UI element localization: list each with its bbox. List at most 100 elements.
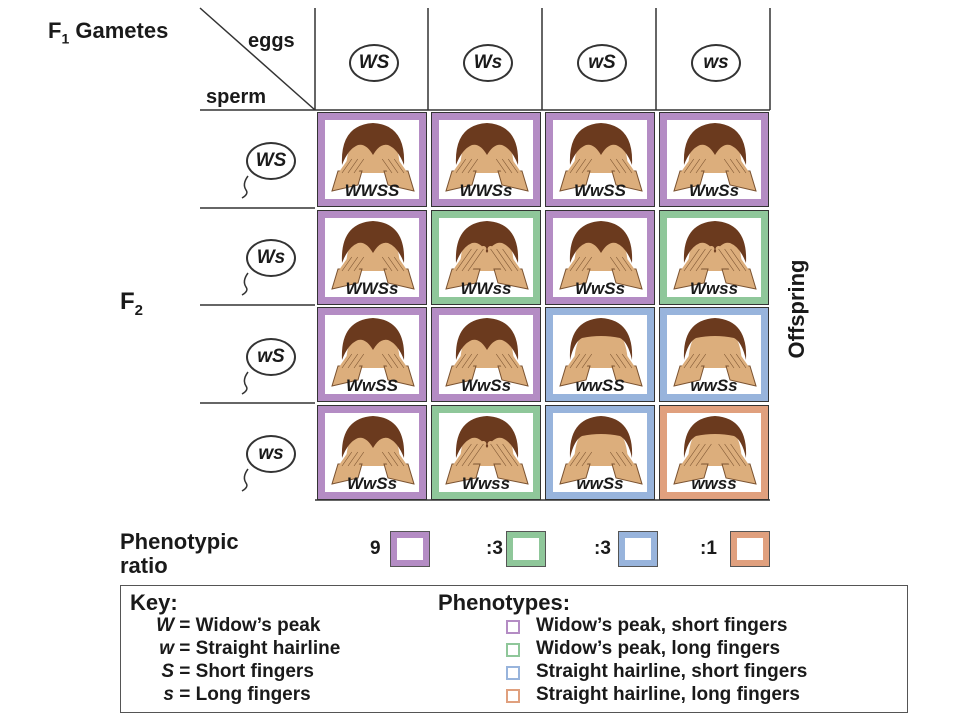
egg-gamete: Ws [463, 44, 513, 82]
key-box [120, 585, 908, 713]
genotype-label: WWSs [459, 181, 513, 200]
f2-label: F2 [120, 288, 143, 319]
genotype-label: WWSS [344, 181, 400, 200]
f1-subscript: 1 [61, 30, 70, 47]
genotype-label: WwSs [346, 474, 398, 493]
sperm-tail-icon [241, 371, 249, 395]
key-entry: S = Short fingers [150, 661, 314, 683]
ratio-swatch-inner [625, 538, 651, 560]
hairline-fingers-icon [331, 416, 415, 485]
key-symbol: W [156, 615, 174, 636]
egg-gamete: wS [577, 44, 627, 82]
hairline-fingers-icon [673, 318, 757, 387]
key-description: = Long fingers [174, 684, 311, 705]
sperm-gamete: ws [234, 433, 296, 493]
ratio-swatch [506, 531, 546, 567]
offspring-cell: wwSS [545, 307, 655, 402]
phenotype-description: Straight hairline, short fingers [536, 661, 808, 682]
offspring-cell: Wwss [431, 405, 541, 500]
offspring-cell: WWSs [431, 112, 541, 207]
hairline-fingers-icon [331, 221, 415, 290]
phenotypes-title: Phenotypes: [438, 590, 571, 615]
ratio-swatch [730, 531, 770, 567]
hairline-fingers-icon [445, 123, 529, 192]
offspring-cell: WWSS [317, 112, 427, 207]
key-title: Key: [130, 590, 178, 615]
phenotype-swatch [506, 666, 520, 680]
offspring-cell: WWSs [317, 210, 427, 305]
genotype-label: Wwss [689, 279, 739, 298]
hairline-fingers-icon [559, 318, 643, 387]
phenotype-swatch [506, 689, 520, 703]
key-entry: s = Long fingers [150, 684, 311, 706]
hairline-fingers-icon [559, 123, 643, 192]
genotype-label: wwSs [576, 474, 624, 493]
genotype-label: WwSs [574, 279, 626, 298]
eggs-label: eggs [248, 30, 295, 52]
sperm-tail-icon [241, 272, 249, 296]
phenotype-description: Straight hairline, long fingers [536, 684, 800, 705]
ratio-number: :3 [486, 538, 503, 559]
hairline-fingers-icon [445, 416, 529, 485]
hairline-fingers-icon [673, 416, 757, 485]
offspring-cell: WwSS [317, 307, 427, 402]
ratio-number: :1 [700, 538, 717, 559]
offspring-label: Offspring [784, 259, 809, 359]
offspring-cell: WWss [431, 210, 541, 305]
genotype-label: WwSS [346, 376, 398, 395]
ratio-number: :3 [594, 538, 611, 559]
offspring-cell: wwss [659, 405, 769, 500]
genotype-label: WWss [460, 279, 512, 298]
hairline-fingers-icon [673, 123, 757, 192]
key-symbol: w [159, 638, 174, 659]
ratio-swatch-inner [513, 538, 539, 560]
ratio-swatch-inner [397, 538, 423, 560]
egg-gamete: ws [691, 44, 741, 82]
sperm-gamete: Ws [234, 237, 296, 297]
phenotype-swatch [506, 643, 520, 657]
hairline-fingers-icon [673, 221, 757, 290]
offspring-cell: WwSs [545, 210, 655, 305]
hairline-fingers-icon [445, 318, 529, 387]
genotype-label: wwSs [690, 376, 738, 395]
phenotype-description: Widow’s peak, short fingers [536, 615, 788, 636]
phenotype-description: Widow’s peak, long fingers [536, 638, 781, 659]
ratio-swatch-inner [737, 538, 763, 560]
offspring-cell: Wwss [659, 210, 769, 305]
genotype-label: WwSS [574, 181, 626, 200]
genotype-label: WWSs [345, 279, 399, 298]
genotype-label: Wwss [461, 474, 511, 493]
sperm-tail-icon [241, 175, 249, 199]
ratio-swatch [618, 531, 658, 567]
offspring-cell: wwSs [659, 307, 769, 402]
key-entry: W = Widow’s peak [150, 615, 320, 637]
hairline-fingers-icon [331, 123, 415, 192]
key-symbol: S [161, 661, 174, 682]
genotype-label: wwss [691, 474, 737, 493]
sperm-label: Ws [246, 239, 296, 277]
key-symbol: s [163, 684, 174, 705]
f1-letter: F [48, 18, 62, 43]
hairline-fingers-icon [445, 221, 529, 290]
f2-letter: F [120, 288, 135, 315]
hairline-fingers-icon [331, 318, 415, 387]
offspring-cell: WwSs [659, 112, 769, 207]
gametes-word: Gametes [75, 18, 169, 43]
key-entry: w = Straight hairline [150, 638, 340, 660]
egg-gamete: WS [349, 44, 399, 82]
sperm-label: sperm [206, 86, 267, 108]
hairline-fingers-icon [559, 221, 643, 290]
sperm-gamete: wS [234, 336, 296, 396]
genotype-label: WwSs [688, 181, 740, 200]
f2-subscript: 2 [134, 301, 144, 319]
sperm-label: ws [246, 435, 296, 473]
phenotype-swatch [506, 620, 520, 634]
genotype-label: WwSs [460, 376, 512, 395]
sperm-gamete: WS [234, 140, 296, 200]
offspring-cell: wwSs [545, 405, 655, 500]
sperm-label: wS [246, 338, 296, 376]
sperm-label: WS [246, 142, 296, 180]
key-description: = Straight hairline [174, 638, 341, 659]
offspring-cell: WwSs [317, 405, 427, 500]
